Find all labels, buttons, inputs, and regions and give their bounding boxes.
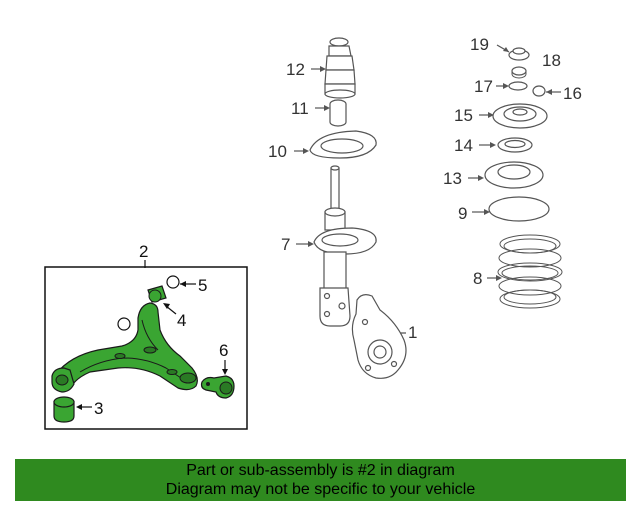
callout-13: 13 (443, 169, 462, 188)
part-17-bushing[interactable] (496, 81, 528, 91)
callout-15: 15 (454, 106, 473, 125)
callout-1: 1 (408, 323, 417, 342)
part-14-bearing[interactable] (479, 137, 533, 153)
callout-16: 16 (563, 84, 582, 103)
part-4-bushing[interactable] (147, 285, 177, 315)
callout-14: 14 (454, 136, 473, 155)
part-7-strut-assembly[interactable] (296, 165, 377, 327)
callout-11: 11 (291, 99, 309, 118)
part-1-steering-knuckle[interactable] (351, 294, 407, 379)
callout-17: 17 (474, 77, 493, 96)
part-11-bump-stop[interactable] (315, 99, 347, 127)
callout-5: 5 (198, 276, 207, 295)
callout-4: 4 (177, 311, 186, 330)
washer-ring (117, 317, 131, 331)
callout-8: 8 (473, 269, 482, 288)
part-8-coil-spring[interactable] (487, 234, 563, 309)
callout-18: 18 (542, 51, 561, 70)
callout-3: 3 (94, 399, 103, 418)
banner-line-1: Part or sub-assembly is #2 in diagram (186, 462, 455, 479)
callout-2: 2 (139, 242, 148, 261)
callout-12: 12 (286, 60, 305, 79)
part-6-ball-joint[interactable] (200, 360, 235, 399)
part-18-washer[interactable] (511, 66, 527, 79)
control-arm-assembly-box[interactable] (44, 266, 248, 430)
info-banner: Part or sub-assembly is #2 in diagram Di… (15, 459, 626, 501)
callout-10: 10 (268, 142, 287, 161)
part-5-washer[interactable] (166, 275, 196, 289)
banner-line-2: Diagram may not be specific to your vehi… (165, 481, 476, 498)
part-2-lower-control-arm[interactable] (51, 302, 198, 393)
part-16-nut[interactable] (532, 85, 561, 97)
part-15-strut-mount[interactable] (479, 103, 548, 129)
callout-6: 6 (219, 341, 228, 360)
part-13-spring-seat[interactable] (468, 161, 544, 189)
callout-19: 19 (470, 35, 489, 54)
part-12-bump-stop-boot[interactable] (311, 37, 356, 99)
part-3-bushing[interactable] (53, 396, 92, 423)
callout-7: 7 (281, 235, 290, 254)
part-19-nut-cap[interactable] (496, 44, 530, 61)
callout-9: 9 (458, 204, 467, 223)
part-10-dust-cover-plate[interactable] (294, 130, 377, 159)
part-9-spring-insulator[interactable] (472, 196, 550, 222)
